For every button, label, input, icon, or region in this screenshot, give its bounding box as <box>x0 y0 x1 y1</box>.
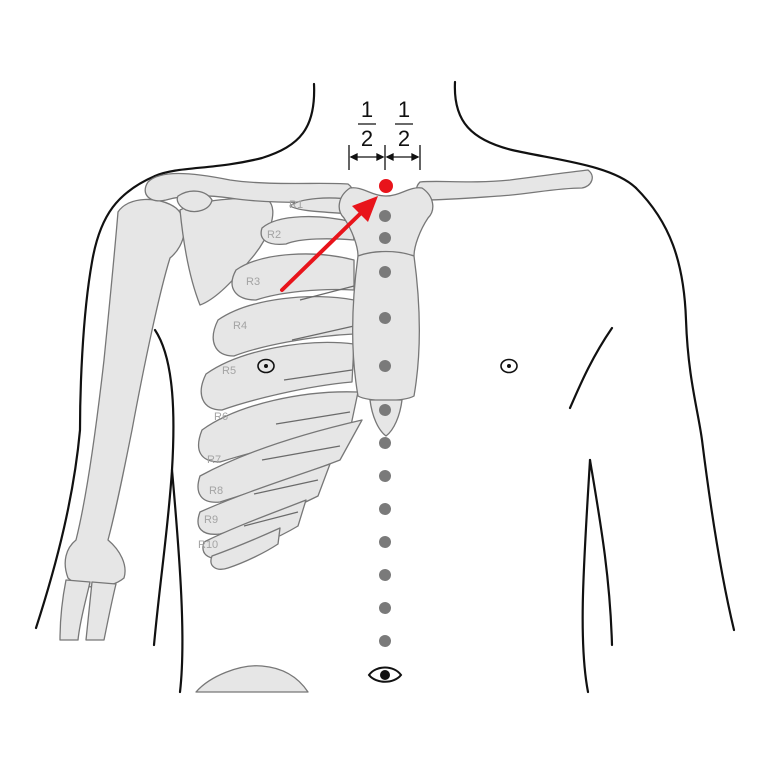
neck-right-outline <box>453 80 638 190</box>
fraction-left: 1 2 <box>358 97 376 151</box>
midline-point <box>379 569 391 581</box>
navel-icon <box>367 666 403 683</box>
rib-2 <box>260 215 355 246</box>
half-width-bracket <box>348 145 421 170</box>
right-arm-outer-outline <box>634 186 736 632</box>
midline-point <box>379 536 391 548</box>
midline-point <box>379 360 391 372</box>
rib-label-r8: R8 <box>209 485 223 497</box>
pelvis-bone <box>195 665 309 693</box>
fraction-right-numerator: 1 <box>398 97 410 122</box>
rib-labels: R1 R2 R3 R4 R5 R6 R7 R8 R9 R10 <box>198 199 303 551</box>
xiphoid-bone <box>369 399 403 437</box>
nipple-icon <box>500 358 518 374</box>
right-arm-inner-lower-outline <box>588 458 614 647</box>
rib-4 <box>212 296 355 357</box>
midline-point <box>379 437 391 449</box>
midline-points <box>379 210 391 647</box>
left-arm-outer-outline <box>34 174 157 630</box>
midline-point <box>379 312 391 324</box>
rib-label-r6: R6 <box>214 411 228 423</box>
midline-point <box>379 635 391 647</box>
neck-left-outline <box>153 82 316 178</box>
rib-label-r3: R3 <box>246 276 260 288</box>
fraction-right-denominator: 2 <box>398 126 410 151</box>
rib-label-r10: R10 <box>198 539 218 551</box>
left-arm-inner-outline <box>152 328 175 647</box>
rib-label-r4: R4 <box>233 320 247 332</box>
rib-label-r2: R2 <box>267 229 281 241</box>
torso-outline <box>34 80 736 694</box>
nipple-icon <box>257 358 275 374</box>
rib-1 <box>289 197 355 215</box>
ulna-bone <box>85 581 117 641</box>
right-arm-inner-outline <box>568 326 614 410</box>
midline-point <box>379 210 391 222</box>
left-waist-outline <box>170 468 184 694</box>
fraction-left-denominator: 2 <box>361 126 373 151</box>
fraction-left-numerator: 1 <box>361 97 373 122</box>
sternum-body-bone <box>352 250 420 402</box>
midline-point <box>379 404 391 416</box>
midline-point <box>379 602 391 614</box>
rib-label-r5: R5 <box>222 365 236 377</box>
rib-label-r9: R9 <box>204 514 218 526</box>
rib-label-r7: R7 <box>207 454 221 466</box>
rib-10 <box>210 527 281 570</box>
acromion-bone <box>176 190 213 213</box>
rib-5 <box>200 341 355 411</box>
rib-label-r1: R1 <box>289 199 303 211</box>
midline-point <box>379 266 391 278</box>
fraction-right: 1 2 <box>395 97 413 151</box>
midline-point <box>379 503 391 515</box>
midline-point <box>379 470 391 482</box>
humerus-bone <box>64 198 186 588</box>
acupoint-marker <box>379 179 393 193</box>
costal-cartilage-lines <box>243 285 355 527</box>
clavicle-left-bone <box>415 169 593 201</box>
right-waist-outline <box>581 458 592 694</box>
radius-bone <box>59 579 91 641</box>
direction-arrow <box>280 196 378 292</box>
midline-point <box>379 232 391 244</box>
